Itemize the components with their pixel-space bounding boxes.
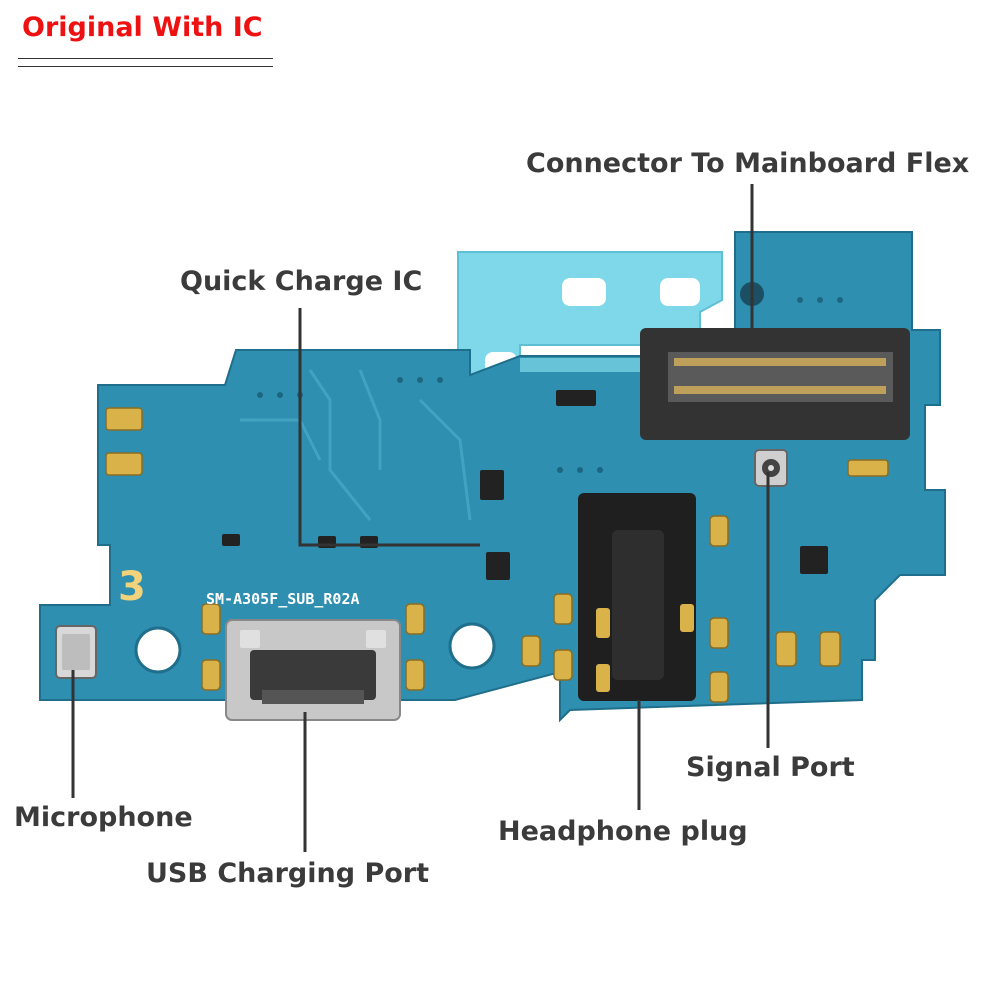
- gold-pads: [105, 407, 889, 703]
- silkscreen-model: SM-A305F_SUB_R02A: [206, 590, 360, 608]
- signal-port-pin: [768, 465, 774, 471]
- mount-hole-left: [134, 626, 182, 674]
- microphone-membrane: [62, 634, 90, 670]
- usb-port-opening: [250, 650, 376, 700]
- film-hole-left: [562, 278, 606, 306]
- title-underline: [18, 58, 273, 59]
- page-title: Original With IC: [22, 12, 263, 43]
- label-connector: Connector To Mainboard Flex: [526, 148, 970, 179]
- title-underline-second: [18, 66, 273, 67]
- silkscreen-number: 3: [118, 564, 146, 610]
- connector-pins: [674, 358, 886, 394]
- label-usb-charging-port: USB Charging Port: [146, 858, 430, 889]
- usb-port-tongue: [262, 690, 364, 704]
- leader-lines: [71, 184, 770, 852]
- label-microphone: Microphone: [14, 802, 193, 833]
- connector-bracket: [722, 404, 818, 434]
- headphone-jack-inner: [612, 530, 664, 680]
- leader-quick-charge: [298, 308, 480, 547]
- label-quick-charge-ic: Quick Charge IC: [180, 266, 423, 297]
- mount-hole-mid: [448, 622, 496, 670]
- film-hole-right: [660, 278, 700, 306]
- label-signal-port: Signal Port: [686, 752, 855, 783]
- headphone-jack-contacts: [596, 604, 694, 692]
- usb-port-tabs: [240, 630, 386, 648]
- label-headphone-plug: Headphone plug: [498, 816, 748, 847]
